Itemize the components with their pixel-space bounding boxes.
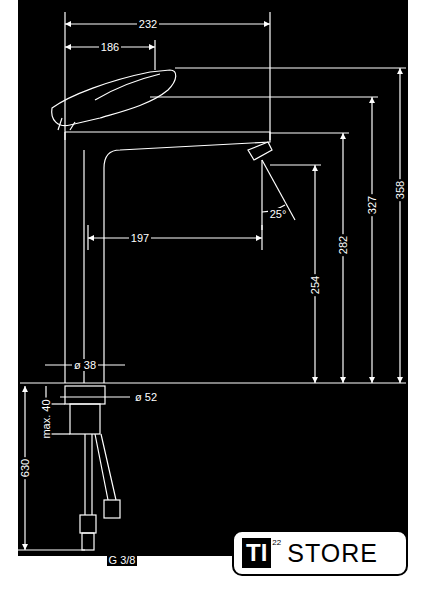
logo-word: STORE <box>287 539 378 568</box>
dimension-label: 630 <box>19 457 31 479</box>
dimension-label: 25° <box>268 208 289 220</box>
dimension-label: 254 <box>309 274 321 296</box>
dimension-label: G 3/8 <box>107 554 138 566</box>
dimension-label: ø 52 <box>133 391 159 403</box>
dimension-label: 358 <box>394 179 406 201</box>
dimension-label: max. 40 <box>40 397 52 440</box>
dimension-label: 186 <box>99 41 121 53</box>
dimension-label: 327 <box>366 194 378 216</box>
logo-mark: TI <box>242 538 271 568</box>
logo-superscript: 22 <box>272 538 281 547</box>
dimension-label: 197 <box>129 232 151 244</box>
dimension-label: 232 <box>137 18 159 30</box>
store-logo: TI22 STORE <box>232 530 408 576</box>
dimension-label: ø 38 <box>72 359 98 371</box>
dimension-label: 282 <box>337 234 349 256</box>
